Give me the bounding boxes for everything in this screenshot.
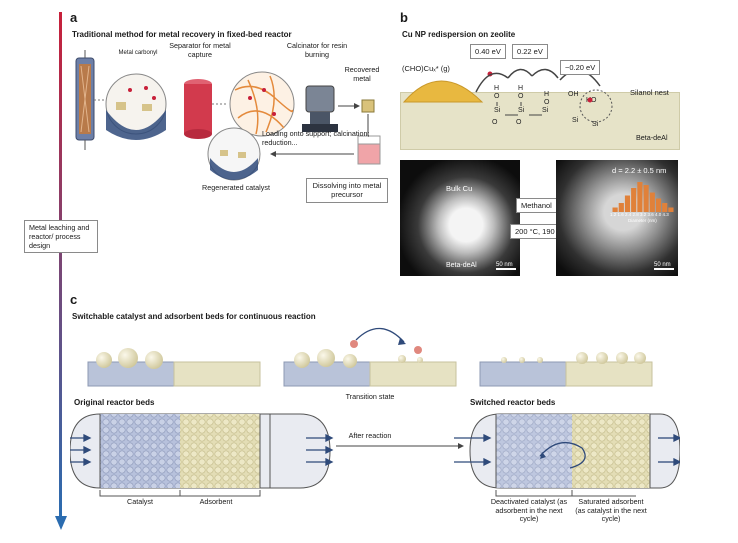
histogram-bar — [668, 207, 674, 212]
svg-text:Si: Si — [572, 117, 579, 124]
svg-text:O: O — [544, 99, 550, 106]
svg-text:O: O — [494, 93, 500, 100]
calcinator-icon — [302, 85, 338, 132]
separator-label: Separator for metal capture — [169, 41, 231, 59]
histogram-bar — [612, 207, 618, 212]
histogram-xlabel: Diameter (nm) — [628, 218, 657, 223]
panel-c-title: Switchable catalyst and adsorbent beds f… — [72, 312, 316, 321]
loading-label: Loading onto support; calcination; reduc… — [262, 129, 370, 147]
gas-species-label: (CHO)Cuₓ* (g) — [402, 64, 450, 73]
reactor-beds — [70, 413, 680, 489]
panel-a-title: Traditional method for metal recovery in… — [72, 30, 292, 39]
svg-text:H: H — [494, 85, 499, 92]
recovered-metal-label: Recovered metal — [344, 65, 380, 83]
transition-state-label: Transition state — [345, 392, 395, 401]
svg-text:O: O — [518, 93, 524, 100]
histogram-bar — [631, 188, 637, 212]
histogram-bar — [618, 203, 624, 212]
tem-image-redispersed — [556, 160, 678, 276]
dissolving-box: Dissolving into metal precursor — [306, 178, 388, 203]
scale-bar-1-label: 50 nm — [496, 262, 513, 268]
regenerated-catalyst-label: Regenerated catalyst — [202, 183, 270, 192]
panel-b-title: Cu NP redispersion on zeolite — [402, 30, 516, 39]
separator-icon — [184, 79, 212, 139]
captured-metal-icon — [229, 71, 295, 137]
scale-bar-2-label: 50 nm — [654, 262, 671, 268]
axis-label: Metal leaching and reactor/ process desi… — [24, 220, 98, 253]
size-label: d = 2.2 ± 0.5 nm — [612, 166, 667, 175]
histogram-bar — [662, 203, 668, 212]
conditions-box: 200 °C, 190 h — [510, 224, 566, 239]
tem-support-label: Beta-deAl — [446, 262, 477, 269]
bulk-cu-label: Bulk Cu — [446, 184, 473, 193]
panel-letter-a: a — [70, 10, 78, 25]
fixed-bed-reactor-icon — [75, 50, 95, 150]
beaker-icon — [357, 135, 381, 165]
svg-text:Si: Si — [542, 107, 549, 114]
histogram-bar — [649, 192, 655, 212]
svg-text:OH: OH — [568, 91, 579, 98]
regenerated-catalyst-icon — [207, 127, 261, 181]
metal-carbonyl-label: Metal carbonyl — [118, 50, 158, 56]
switched-beds-title: Switched reactor beds — [470, 398, 556, 407]
svg-text:H: H — [544, 91, 549, 98]
adsorbent-label: Adsorbent — [199, 497, 233, 506]
methanol-box: Methanol — [516, 198, 557, 213]
magnified-catalyst-icon — [105, 73, 167, 140]
support-label: Beta-deAl — [636, 133, 668, 142]
energy-box-1: 0.40 eV — [470, 44, 506, 59]
svg-text:Si: Si — [518, 107, 525, 114]
energy-box-2: 0.22 eV — [512, 44, 548, 59]
switched-reactor-icon — [469, 413, 680, 489]
energy-box-3: −0.20 eV — [560, 60, 601, 75]
histogram-bar — [624, 195, 631, 212]
size-histogram — [612, 182, 674, 212]
histogram-ticks: 1.2 1.6 2.4 2.8 3.2 3.6 4.0 4.3 — [610, 212, 669, 217]
histogram-bar — [643, 185, 649, 212]
original-beds-title: Original reactor beds — [74, 398, 155, 407]
svg-text:O: O — [492, 119, 498, 126]
panel-letter-b: b — [400, 10, 408, 25]
saturated-adsorbent-label: Saturated adsorbent (as catalyst in the … — [575, 497, 647, 524]
svg-text:Si: Si — [592, 121, 599, 128]
svg-text:H: H — [518, 85, 523, 92]
panel-a-illustration — [75, 50, 381, 181]
panel-letter-c: c — [70, 292, 78, 307]
svg-text:Si: Si — [494, 107, 501, 114]
svg-text:O: O — [516, 119, 522, 126]
histogram-bar — [637, 182, 643, 212]
process-arrow — [55, 12, 67, 530]
calcinator-label: Calcinator for resin burning — [286, 41, 348, 59]
recovered-metal-icon — [361, 99, 375, 113]
catalyst-label: Catalyst — [127, 497, 153, 506]
histogram-bar — [655, 198, 662, 212]
bed-states-illustration — [87, 327, 653, 387]
scale-bar-1 — [496, 268, 516, 270]
deactivated-catalyst-label: Deactivated catalyst (as adsorbent in th… — [490, 497, 568, 524]
after-reaction-label: After reaction — [348, 431, 392, 440]
original-reactor-icon — [70, 413, 331, 489]
silanol-nest-label: Silanol nest — [630, 88, 669, 97]
bed-brackets — [99, 490, 636, 497]
scale-bar-2 — [654, 268, 674, 270]
tem-image-bulk-cu — [400, 160, 520, 276]
